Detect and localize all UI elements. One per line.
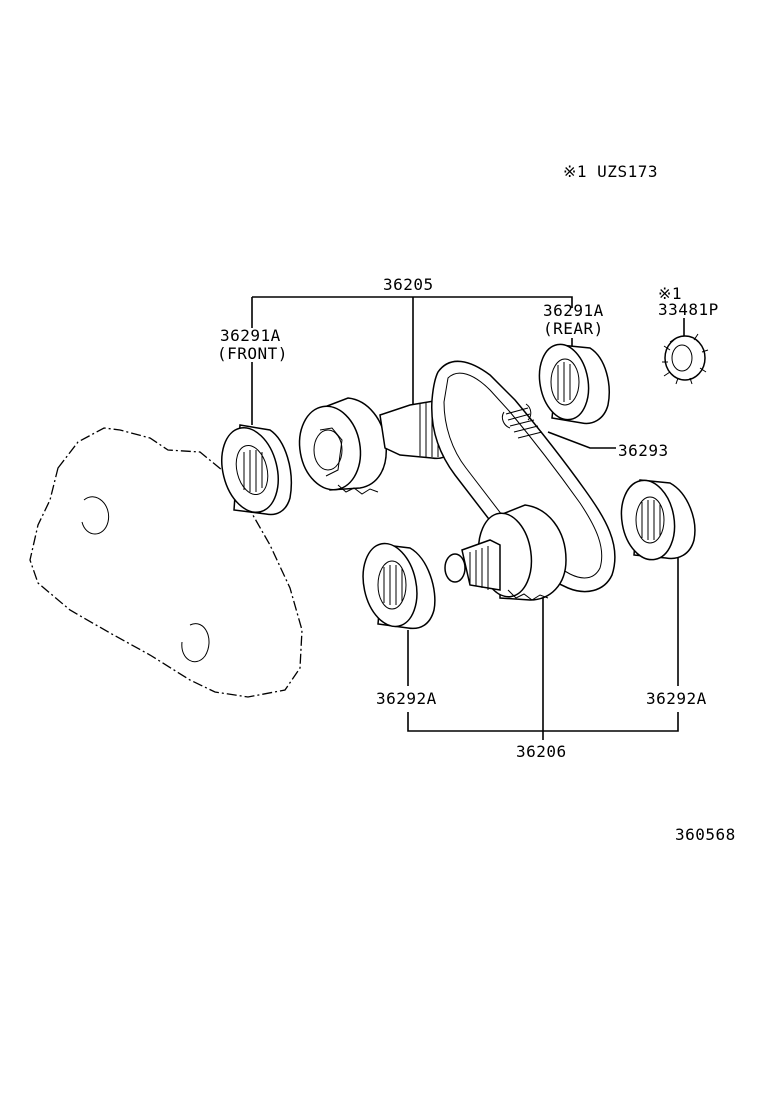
chain-36293[interactable] [431,360,616,593]
model-note: ※1 UZS173 [563,162,658,181]
bearing-36291a-rear[interactable] [534,340,610,425]
label-33481p[interactable]: 33481P [658,300,719,319]
label-36291a-rear[interactable]: 36291A [543,301,604,320]
label-front-note: (FRONT) [217,344,288,363]
leader-lines [251,296,685,740]
label-36206[interactable]: 36206 [516,742,567,761]
drive-sprocket-36205[interactable] [293,397,457,495]
bearing-36292a-right[interactable] [615,476,696,564]
gear-33481p[interactable] [662,333,709,385]
label-36205[interactable]: 36205 [383,275,434,294]
label-rear-note: (REAR) [543,319,604,338]
label-36293[interactable]: 36293 [618,441,669,460]
bearing-36292a-left[interactable] [356,539,436,632]
diagram-code: 360568 [675,825,736,844]
label-36292a-right[interactable]: 36292A [646,689,707,708]
transfer-case-cover [29,427,303,698]
chain-links [501,403,543,439]
driven-sprocket-36206[interactable] [444,504,567,601]
label-36291a-front[interactable]: 36291A [220,326,281,345]
bearing-36291a-front[interactable] [213,422,292,519]
label-gear-mark: ※1 [658,284,682,303]
label-36292a-left[interactable]: 36292A [376,689,437,708]
